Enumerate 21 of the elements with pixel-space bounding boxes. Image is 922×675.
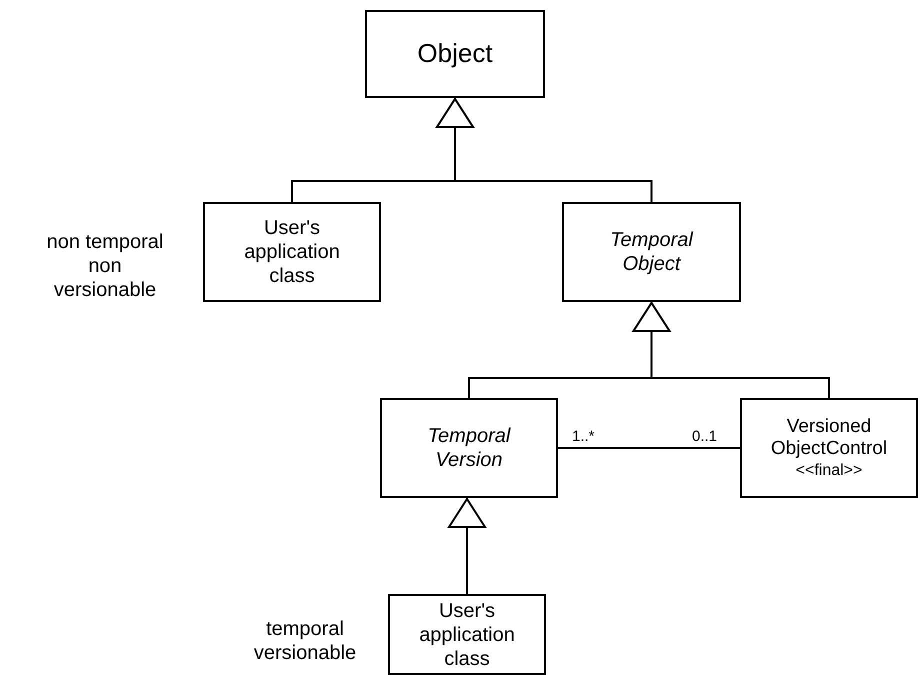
class-box	[365, 10, 545, 98]
inheritance-arrow	[632, 302, 830, 398]
association-line	[558, 447, 740, 449]
class-box	[562, 202, 741, 302]
class-note: temporal versionable	[252, 617, 358, 665]
class-box	[203, 202, 381, 302]
class-name: Object	[417, 38, 493, 70]
class-name: Versioned ObjectControl	[770, 416, 888, 462]
inheritance-arrow	[436, 98, 652, 202]
inheritance-arrow	[448, 498, 486, 594]
stereotype: <<final>>	[796, 461, 862, 480]
class-box	[380, 398, 558, 498]
class-name: User's application class	[243, 216, 341, 288]
multiplicity-label: 1..*	[572, 428, 595, 445]
class-note: non temporal non versionable	[46, 230, 164, 302]
class-name: User's application class	[418, 598, 516, 670]
class-box	[740, 398, 918, 498]
multiplicity-label: 0..1	[692, 428, 718, 445]
class-name: Temporal Version	[426, 424, 512, 472]
class-name: Temporal Object	[609, 228, 694, 276]
class-box	[388, 594, 546, 675]
